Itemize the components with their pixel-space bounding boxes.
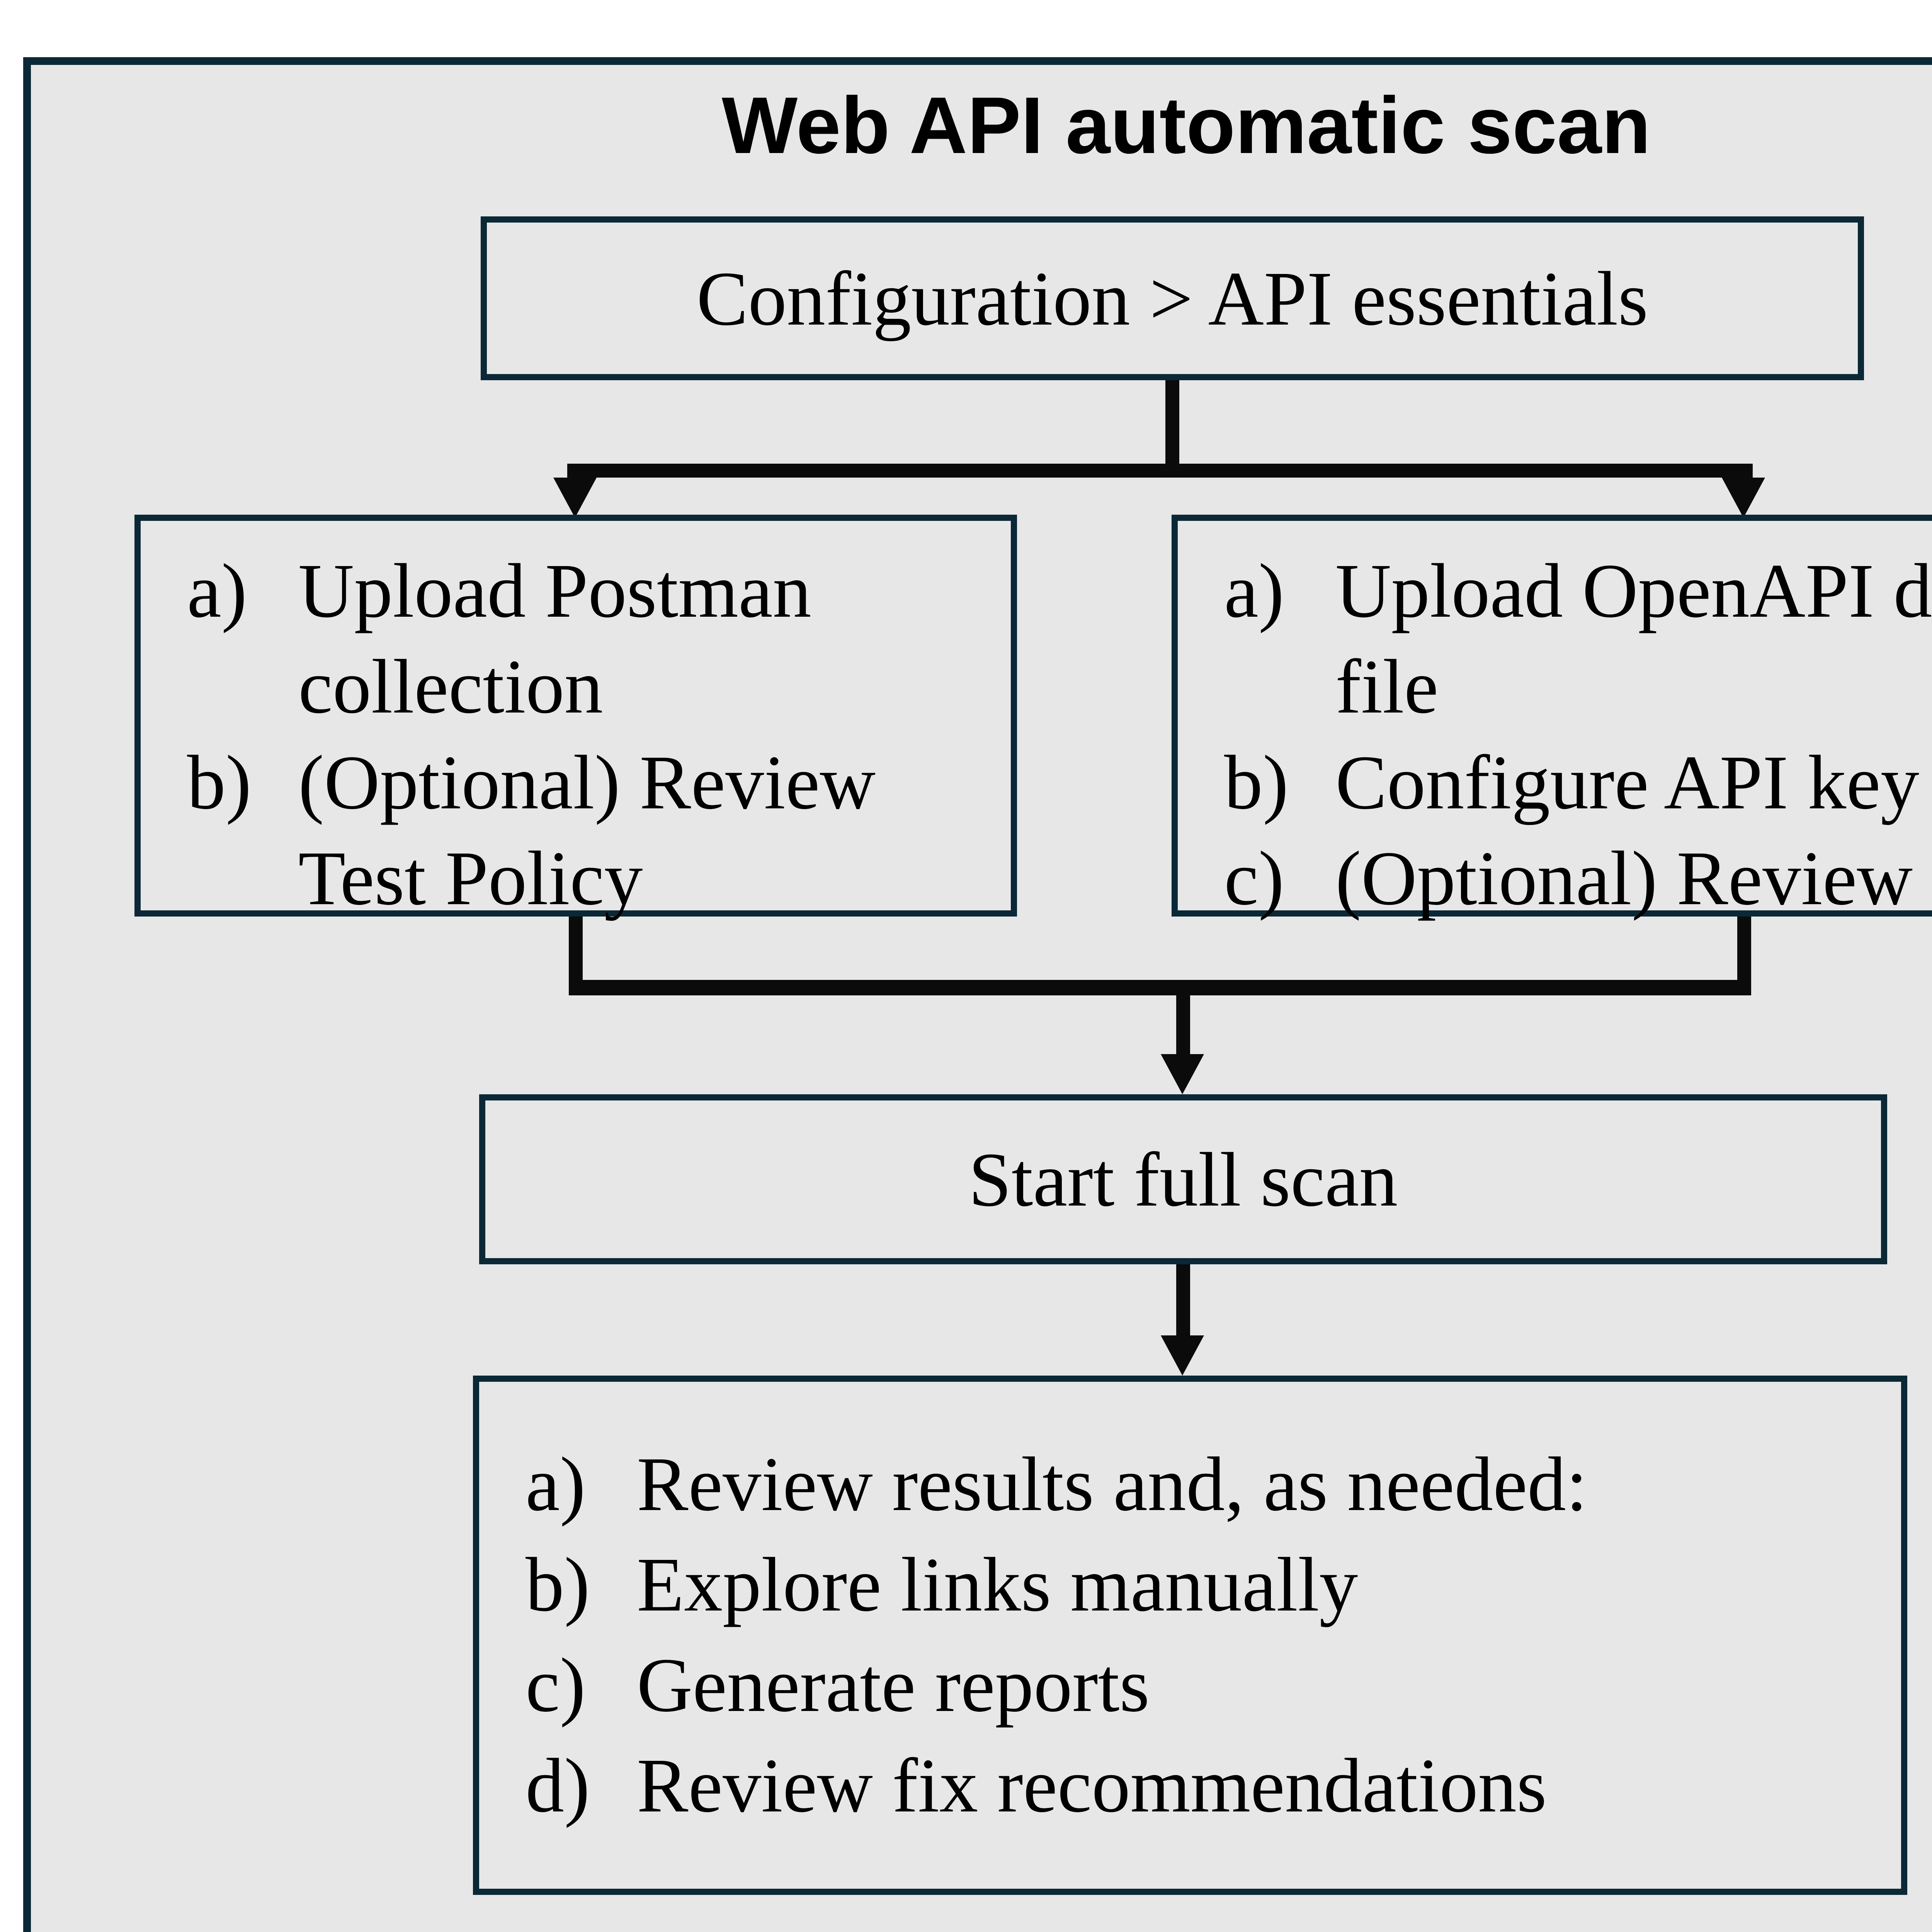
list-item: a) Upload Postman collection	[187, 543, 1002, 734]
list-item: a) Review results and, as needed:	[526, 1434, 1892, 1535]
list-marker: b)	[187, 739, 252, 825]
list-item: b) Explore links manually	[526, 1535, 1892, 1635]
connector-config-down	[1165, 380, 1179, 464]
list-marker: a)	[1224, 547, 1284, 634]
list-item: b) Configure API key	[1224, 734, 1932, 830]
list-item: a) Upload OpenAPI description file	[1224, 543, 1932, 734]
config-box-label: Configuration > API essentials	[696, 255, 1648, 342]
list-text: Upload OpenAPI description file	[1335, 547, 1932, 730]
arrowhead-to-openapi-box-icon	[1722, 478, 1765, 518]
list-item: b) (Optional) Review Test Policy	[187, 734, 1002, 926]
split-bar	[567, 464, 1753, 478]
list-item: d) Review fix recommendations	[526, 1736, 1892, 1836]
arrowhead-to-start-box-icon	[1161, 1054, 1204, 1094]
list-marker: b)	[526, 1541, 590, 1628]
list-item: c) Generate reports	[526, 1635, 1892, 1736]
results-box: a) Review results and, as needed: b) Exp…	[473, 1376, 1907, 1895]
list-text: Review fix recommendations	[637, 1742, 1547, 1828]
openapi-branch-box: a) Upload OpenAPI description file b) Co…	[1172, 515, 1932, 921]
list-marker: d)	[526, 1742, 590, 1828]
list-text: Generate reports	[637, 1641, 1150, 1728]
postman-branch-box: a) Upload Postman collection b) (Optiona…	[134, 515, 1017, 921]
merge-bar	[569, 980, 1751, 995]
connector-merge-down	[1176, 995, 1190, 1054]
list-item: c) (Optional) Review Test Policy	[1224, 830, 1932, 926]
list-text: (Optional) Review Test Policy	[1335, 835, 1932, 921]
connector-postman-down	[569, 917, 583, 980]
list-text: Review results and, as needed:	[637, 1440, 1588, 1527]
start-scan-box: Start full scan	[479, 1094, 1887, 1264]
arrowhead-to-postman-box-icon	[553, 478, 597, 518]
list-marker: c)	[1224, 835, 1284, 921]
connector-start-down	[1176, 1264, 1190, 1335]
list-marker: b)	[1224, 739, 1289, 825]
list-marker: a)	[526, 1440, 586, 1527]
list-marker: a)	[187, 547, 247, 634]
connector-openapi-down	[1737, 917, 1751, 980]
list-text: Upload Postman collection	[298, 547, 811, 730]
list-marker: c)	[526, 1641, 586, 1728]
arrowhead-to-results-box-icon	[1161, 1335, 1204, 1376]
config-box: Configuration > API essentials	[481, 216, 1864, 380]
diagram-title: Web API automatic scan	[721, 82, 1651, 172]
list-text: Explore links manually	[637, 1541, 1358, 1628]
list-text: Configure API key	[1335, 739, 1919, 825]
list-text: (Optional) Review Test Policy	[298, 739, 876, 921]
start-scan-label: Start full scan	[968, 1136, 1398, 1223]
